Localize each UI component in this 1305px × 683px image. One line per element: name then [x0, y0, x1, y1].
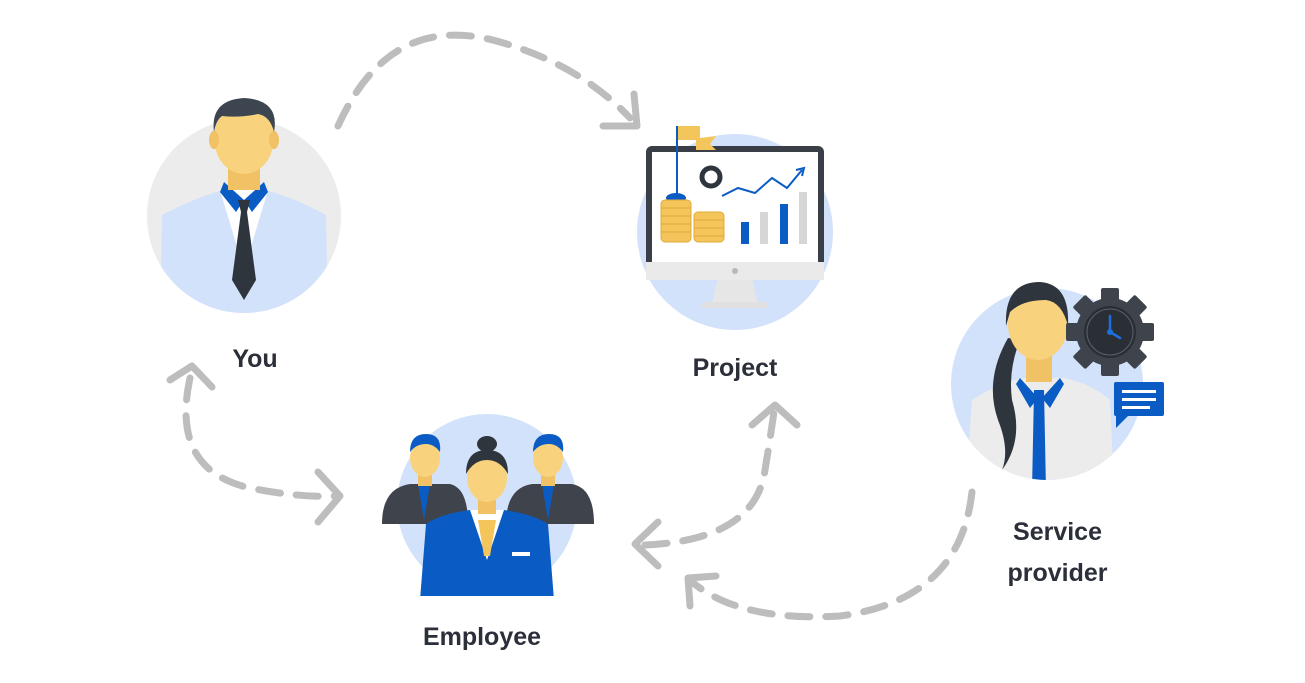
arrow-you-to-project: [334, 31, 634, 130]
person-in-suit-icon: [147, 98, 341, 313]
node-label-you: You: [232, 345, 278, 373]
node-label-project: Project: [692, 354, 778, 382]
arrow-employee-project: [641, 401, 779, 549]
team-icon: [382, 414, 594, 596]
arrows: [166, 31, 976, 621]
arrow-service-to-employee: [688, 488, 976, 621]
gear-clock-icon: [1066, 288, 1154, 376]
node-label-service-provider: Service provider: [1007, 518, 1108, 587]
arrow-head-employee-bottom: [684, 572, 720, 610]
monitor-chart-icon: [637, 126, 833, 330]
arrow-head-you: [166, 362, 216, 391]
arrow-head-employee-right: [631, 518, 662, 570]
arrow-head-project-bottom: [748, 401, 801, 429]
chat-bubble-icon: [1114, 382, 1164, 428]
arrow-you-employee: [182, 374, 342, 500]
node-label-employee: Employee: [422, 623, 542, 651]
arrow-head-project: [599, 90, 641, 130]
arrow-head-employee-left: [314, 468, 344, 526]
